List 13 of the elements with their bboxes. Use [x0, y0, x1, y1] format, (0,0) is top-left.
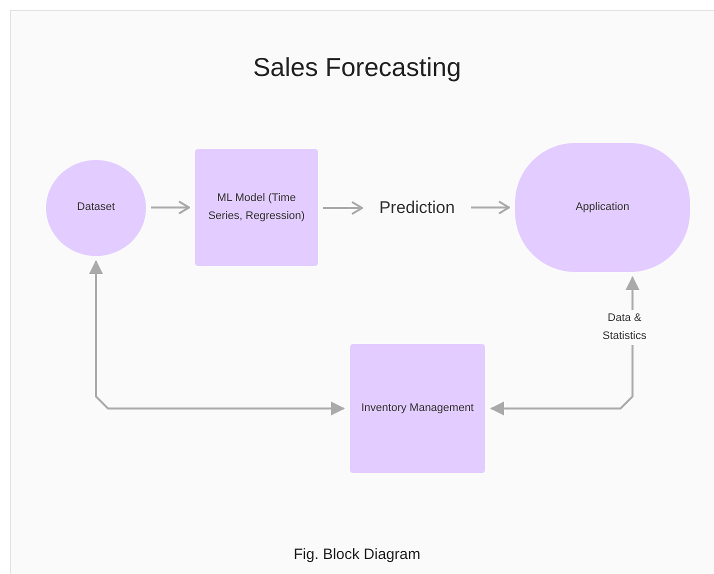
arrow: [89, 260, 345, 416]
flow-label: Prediction: [378, 197, 456, 220]
node-label: Dataset: [76, 200, 116, 216]
process-box: [350, 344, 485, 473]
figure-caption: Fig. Block Diagram: [292, 546, 422, 563]
node-label: Application: [574, 200, 630, 215]
node-label: Inventory Management: [360, 400, 475, 416]
process-box: [195, 149, 318, 266]
arrow: [471, 200, 510, 214]
diagram-title: Sales Forecasting: [252, 52, 462, 83]
arrow: [323, 201, 363, 215]
arrow: [151, 200, 190, 214]
node-label: ML Model (Time Series, Regression): [207, 190, 306, 224]
